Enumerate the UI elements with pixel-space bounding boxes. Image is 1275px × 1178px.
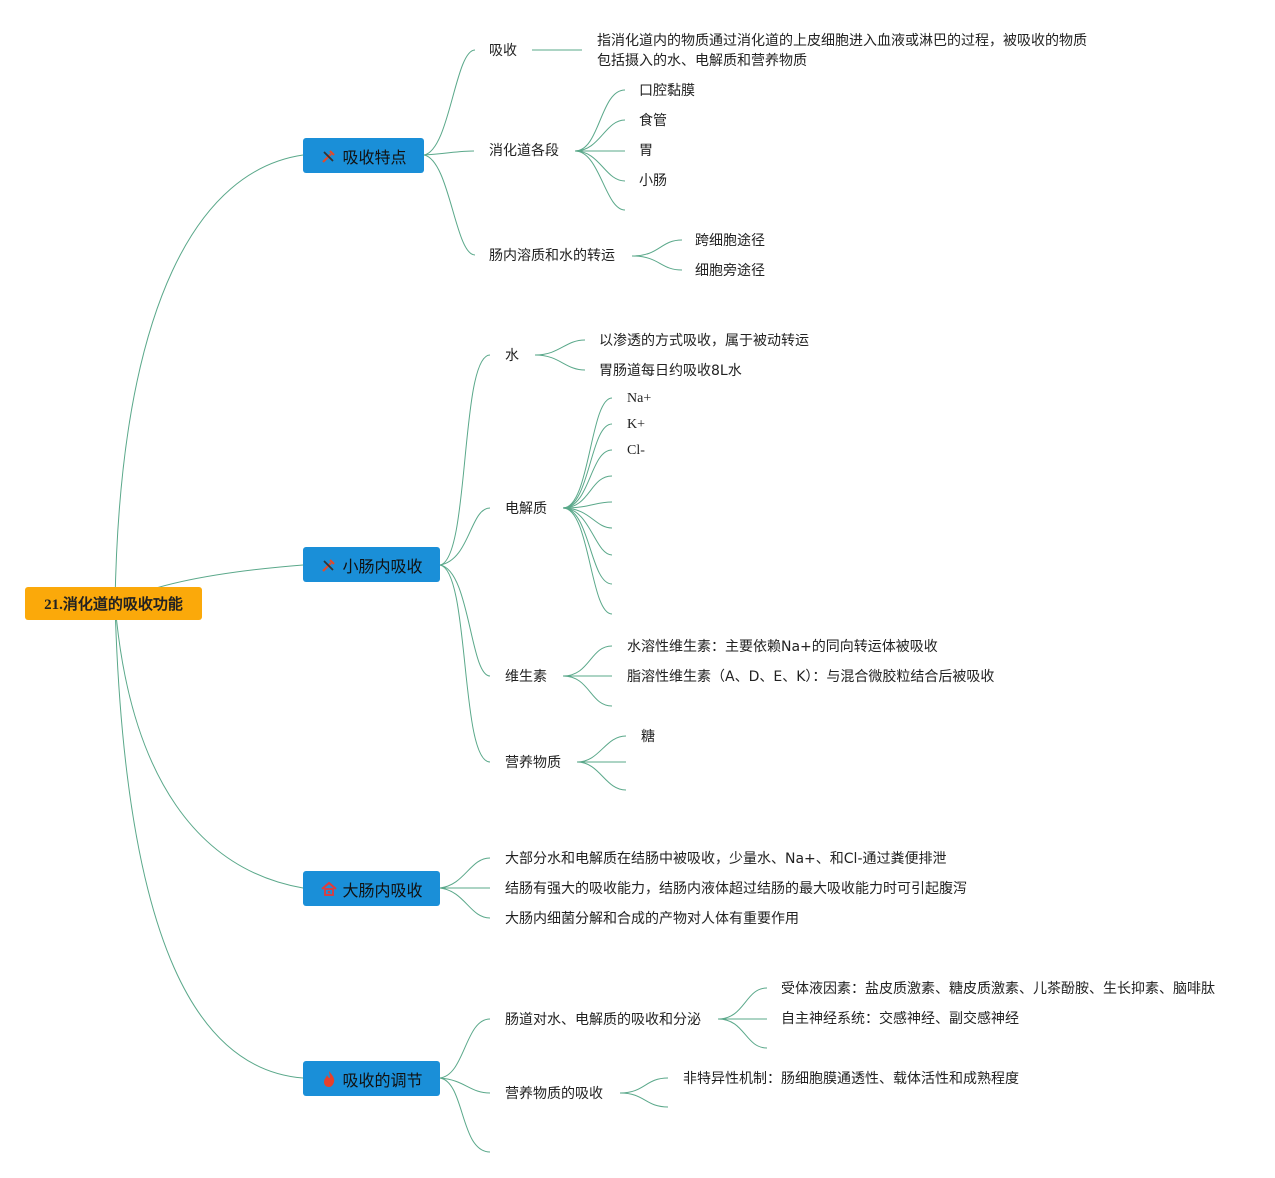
topic-label: 小肠内吸收 [342, 556, 423, 576]
segment-item[interactable]: 胃 [639, 143, 653, 159]
transport-item[interactable]: 细胞旁途径 [695, 263, 765, 279]
vitamin-item[interactable]: 水溶性维生素：主要依赖Na+的同向转运体被吸收 [627, 639, 938, 655]
topic-label: 吸收特点 [342, 147, 407, 167]
segment-item[interactable]: 食管 [639, 113, 667, 129]
topic-regulation[interactable]: 吸收的调节 [303, 1061, 440, 1096]
tools-icon [322, 149, 336, 163]
electrolyte-item[interactable]: Cl- [627, 443, 645, 458]
branch-transport[interactable]: 肠内溶质和水的转运 [489, 248, 615, 264]
branch-electrolyte[interactable]: 电解质 [505, 501, 547, 517]
branch-segments[interactable]: 消化道各段 [489, 143, 559, 159]
electrolyte-item[interactable]: K+ [627, 417, 646, 432]
segment-item[interactable]: 小肠 [639, 173, 667, 189]
branch-nutrient-regulation[interactable]: 营养物质的吸收 [505, 1086, 603, 1102]
branch-vitamin[interactable]: 维生素 [505, 669, 547, 685]
topic-absorption-features[interactable]: 吸收特点 [303, 138, 424, 173]
branch-nutrient[interactable]: 营养物质 [505, 755, 561, 771]
large-intestine-item[interactable]: 结肠有强大的吸收能力，结肠内液体超过结肠的最大吸收能力时可引起腹泻 [505, 881, 967, 897]
root-node[interactable]: 21.消化道的吸收功能 [25, 587, 202, 620]
nutrient-item[interactable]: 糖 [641, 729, 655, 745]
vitamin-item[interactable]: 脂溶性维生素（A、D、E、K）：与混合微胶粒结合后被吸收 [627, 669, 995, 685]
absorb-definition[interactable]: 指消化道内的物质通过消化道的上皮细胞进入血液或淋巴的过程，被吸收的物质包括摄入的… [597, 33, 1087, 69]
transport-item[interactable]: 跨细胞途径 [695, 233, 765, 249]
water-item[interactable]: 以渗透的方式吸收，属于被动转运 [599, 333, 809, 349]
branch-water[interactable]: 水 [505, 348, 519, 364]
flame-icon [324, 1070, 335, 1087]
segment-item[interactable]: 口腔黏膜 [639, 83, 695, 99]
water-regulation-item[interactable]: 受体液因素：盐皮质激素、糖皮质激素、儿茶酚胺、生长抑素、脑啡肽 [781, 981, 1215, 997]
home-icon [321, 881, 338, 896]
tools-icon [322, 558, 336, 572]
electrolyte-item[interactable]: Na+ [627, 391, 652, 406]
branch-absorb[interactable]: 吸收 [489, 43, 517, 59]
water-item[interactable]: 胃肠道每日约吸收8L水 [599, 363, 742, 379]
large-intestine-item[interactable]: 大肠内细菌分解和合成的产物对人体有重要作用 [505, 911, 799, 927]
water-regulation-item[interactable]: 自主神经系统：交感神经、副交感神经 [781, 1011, 1019, 1027]
topic-small-intestine[interactable]: 小肠内吸收 [303, 547, 440, 582]
branch-water-regulation[interactable]: 肠道对水、电解质的吸收和分泌 [505, 1012, 701, 1028]
root-label: 21.消化道的吸收功能 [44, 597, 183, 613]
large-intestine-item[interactable]: 大部分水和电解质在结肠中被吸收，少量水、Na+、和Cl-通过粪便排泄 [505, 851, 947, 867]
topic-label: 大肠内吸收 [342, 880, 423, 900]
topic-large-intestine[interactable]: 大肠内吸收 [303, 871, 440, 906]
nutrient-regulation-item[interactable]: 非特异性机制：肠细胞膜通透性、载体活性和成熟程度 [683, 1071, 1019, 1087]
topic-label: 吸收的调节 [342, 1070, 423, 1090]
